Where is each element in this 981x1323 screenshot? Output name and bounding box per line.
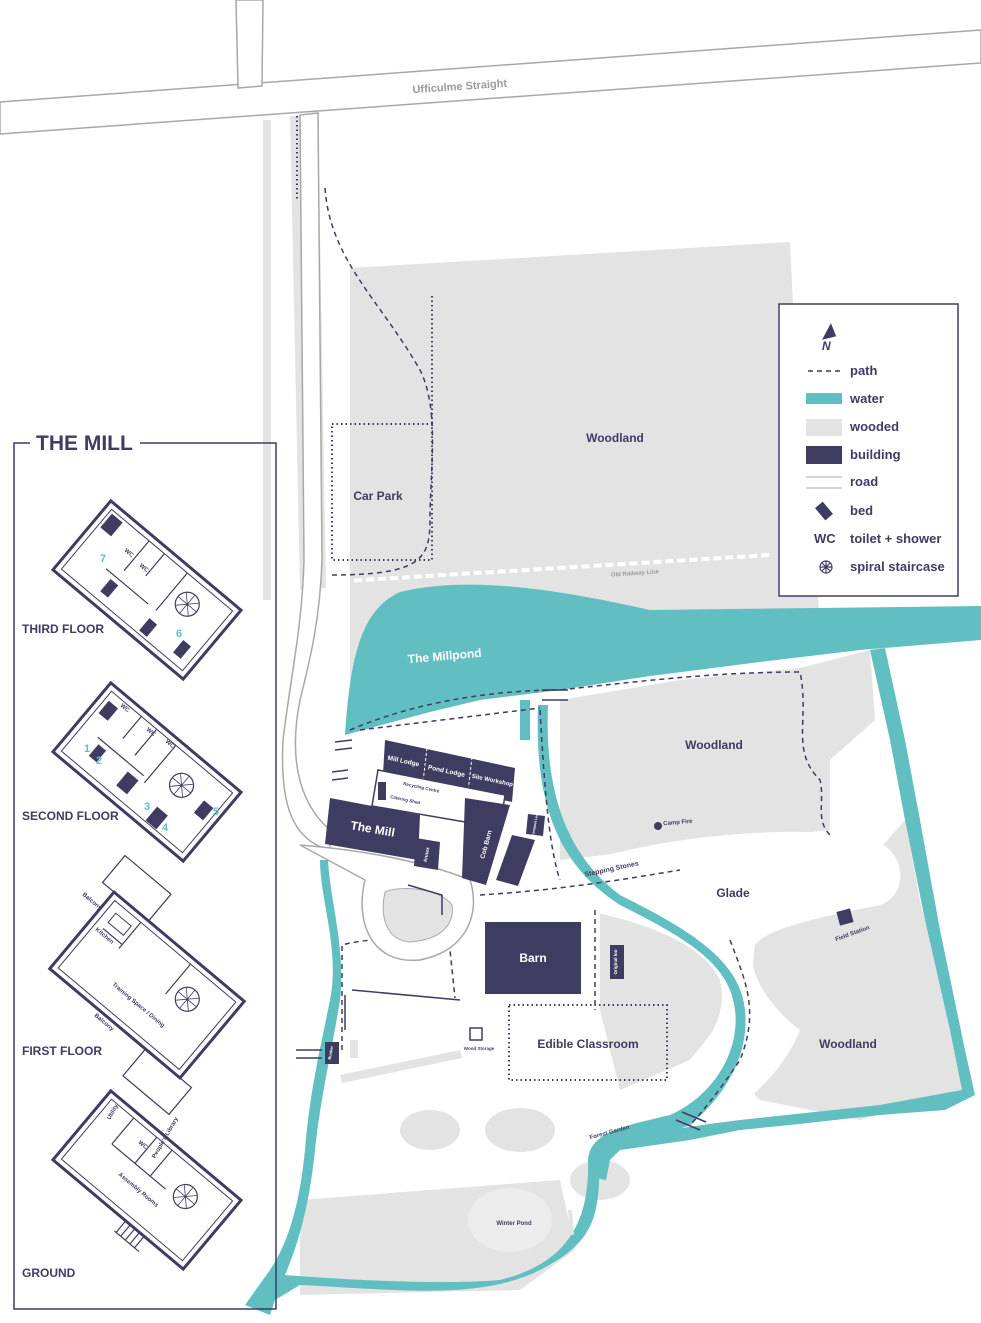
first-floor-title: FIRST FLOOR [22, 1044, 102, 1058]
label-camp-fire: Camp Fire [663, 819, 693, 828]
label-compost: Compost Loo [531, 813, 539, 836]
legend-building-swatch [806, 446, 842, 464]
second-floor-bed-5: 5 [213, 806, 219, 818]
label-bunker: Bunker [327, 1045, 334, 1060]
label-winter-pond: Winter Pond [496, 1221, 532, 1227]
third-floor-room-wc-1: WC [123, 548, 135, 559]
floor-plan-third [50, 498, 244, 682]
second-floor-bed-3: 3 [144, 801, 150, 813]
legend-label-water: water [849, 391, 884, 406]
label-old-railway: Old Railway Line [611, 569, 660, 578]
mill-panel-title: THE MILL [36, 432, 133, 455]
wooded-areas [263, 114, 962, 1295]
legend-label-path: path [850, 363, 878, 378]
floor-plan-ground [50, 1088, 244, 1272]
buildings [325, 740, 854, 1236]
legend-label-wooded: wooded [849, 419, 899, 434]
north-label: N [822, 339, 831, 353]
label-catering: Catering Shed [390, 794, 421, 805]
building-original-loo [610, 945, 624, 979]
label-edible-classroom: Edible Classroom [537, 1037, 638, 1051]
legend-label-road: road [850, 474, 878, 489]
camp-fire-dot [654, 822, 662, 830]
label-annex: Annex [423, 847, 432, 863]
building-barn [485, 922, 581, 994]
second-floor-room-wc-1: WC [119, 703, 131, 714]
legend-label-bed: bed [850, 503, 873, 518]
label-car-park: Car Park [353, 489, 403, 503]
building-mill-lodges [383, 740, 515, 802]
label-glade: Glade [716, 886, 750, 900]
spiral-staircase-icon [819, 560, 833, 574]
label-woodland-north: Woodland [586, 431, 644, 445]
mill-floor-plans-panel: THE MILL WC WC 7 6 THIRD FLOOR [13, 432, 277, 1310]
third-floor-room-wc-2: WC [138, 563, 150, 574]
building-cob-barn [462, 798, 510, 885]
building-the-mill [325, 798, 420, 860]
building-wood-store [469, 1027, 483, 1041]
access-road [281, 112, 475, 961]
old-railway-line [329, 553, 771, 584]
third-floor-bed-6: 6 [176, 628, 182, 640]
label-woodland-east: Woodland [685, 738, 743, 752]
water [245, 584, 981, 1315]
building-shed [496, 835, 535, 886]
third-floor-title: THIRD FLOOR [22, 622, 104, 636]
label-woodland-south: Woodland [819, 1037, 877, 1051]
north-arrow-icon [822, 323, 837, 340]
legend-label-stair: spiral staircase [850, 559, 945, 574]
map-legend: N path water wooded building road bed WC… [778, 303, 959, 597]
legend-label-wc: toilet + shower [850, 531, 941, 546]
label-barn: Barn [519, 951, 546, 965]
building-bunker [325, 1042, 339, 1064]
label-millpond: The Millpond [407, 646, 482, 666]
second-floor-bed-4: 4 [162, 822, 169, 834]
ground-floor-title: GROUND [22, 1266, 76, 1280]
second-floor-bed-2: 2 [96, 755, 102, 767]
second-floor-bed-1: 1 [84, 743, 90, 755]
first-floor-room-balcony-top: Balcony [81, 892, 103, 912]
floor-plan-first [47, 854, 247, 1116]
second-floor-title: SECOND FLOOR [22, 809, 119, 823]
dotted-boundaries [296, 116, 668, 1081]
second-floor-room-wc-3: WC [164, 739, 176, 750]
label-wood-store: Wood Storage [464, 1046, 495, 1051]
building-annex [414, 838, 440, 870]
legend-wooded-swatch [806, 419, 842, 436]
legend-water-swatch [806, 393, 842, 404]
second-floor-room-wc-2: WC [145, 727, 157, 738]
building-field-station [836, 908, 854, 926]
legend-label-building: building [850, 447, 901, 462]
bridges [296, 689, 707, 1131]
ground-floor-room-wc: WC [137, 1140, 149, 1151]
third-floor-bed-7: 7 [100, 553, 106, 565]
floor-plan-second [50, 680, 244, 864]
wc-icon: WC [814, 531, 836, 546]
road-network [0, 0, 981, 135]
label-original-loo: Original loo [613, 949, 618, 974]
legend-road-swatch [806, 476, 842, 489]
building-compost [526, 814, 545, 836]
